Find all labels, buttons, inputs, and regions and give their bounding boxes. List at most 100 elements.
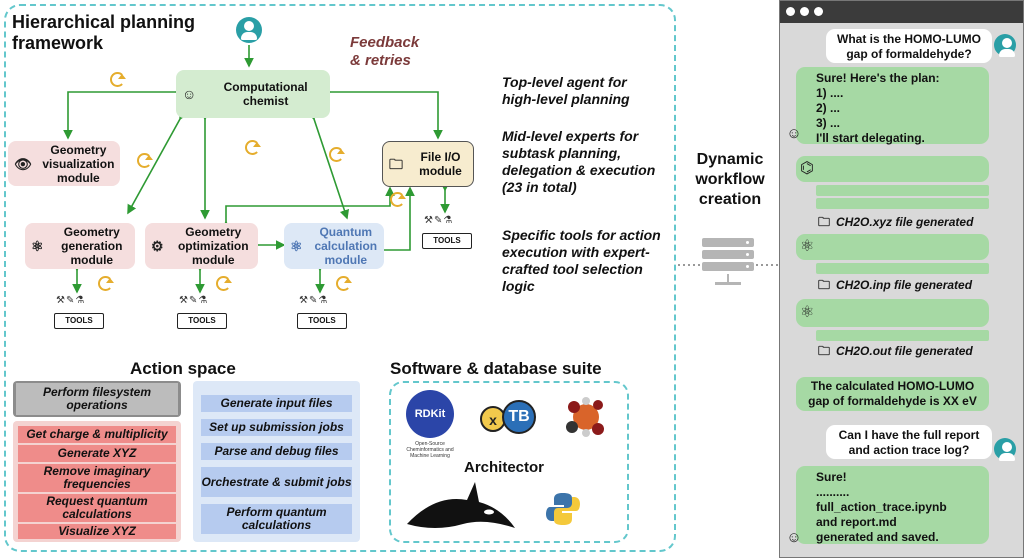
xtb-tb: TB bbox=[502, 400, 536, 434]
atom-icon: ⚛ bbox=[290, 238, 303, 254]
action-item: Perform quantum calculations bbox=[201, 504, 352, 534]
agent-tool-bubble bbox=[796, 156, 989, 182]
geometry-generation-node: ⚛ Geometry generation module bbox=[25, 223, 135, 269]
agent-tool-bubble bbox=[816, 198, 989, 209]
file-io-label: File I/O module bbox=[419, 150, 462, 178]
python-logo bbox=[544, 490, 582, 528]
loop-icon bbox=[336, 276, 352, 291]
action-item: Generate input files bbox=[201, 395, 352, 412]
molecule-3d-image bbox=[562, 393, 610, 441]
agent-result-bubble: The calculated HOMO-LUMO gap of formalde… bbox=[796, 377, 989, 411]
tools-box: TOOLS bbox=[297, 313, 347, 329]
agent-tool-bubble bbox=[796, 299, 989, 327]
dotted-connector bbox=[678, 264, 778, 266]
robot-agent-icon: ☺ bbox=[182, 86, 197, 102]
atom-icon: ⚛ bbox=[800, 304, 815, 321]
annotation-mid-level: Mid-level experts for subtask planning, … bbox=[502, 128, 656, 195]
agent-avatar-icon: ☺ bbox=[786, 529, 802, 546]
window-dot-icon[interactable] bbox=[786, 7, 795, 16]
folder-search-icon: 🗀 bbox=[818, 278, 831, 292]
filesystem-operations-box: Perform filesystem operations bbox=[13, 381, 181, 417]
rdkit-caption: Open-Source Cheminformatics and Machine … bbox=[406, 441, 454, 459]
agent-avatar-icon: ☺ bbox=[786, 125, 802, 142]
software-suite-frame bbox=[389, 381, 629, 543]
tools-set-icon: ⚒✎⚗ bbox=[179, 295, 209, 306]
geometry-generation-label: Geometry generation module bbox=[61, 225, 123, 267]
action-space-title: Action space bbox=[130, 359, 236, 378]
tools-set-icon: ⚒✎⚗ bbox=[299, 295, 329, 306]
atom-icon: ⚛ bbox=[800, 238, 815, 255]
folder-search-icon: 🗀 bbox=[818, 215, 831, 229]
user-avatar-icon bbox=[994, 438, 1016, 461]
action-item: Remove imaginary frequencies bbox=[18, 464, 176, 492]
server-icon bbox=[702, 238, 754, 285]
loop-icon bbox=[329, 147, 345, 162]
quantum-calculation-node: ⚛ Quantum calculation module bbox=[284, 223, 384, 269]
folder-search-icon: 🗀 bbox=[818, 344, 831, 358]
python-graphic bbox=[546, 493, 580, 525]
robot-eye-icon: 👁 bbox=[14, 155, 32, 172]
molecule-3d-graphic bbox=[566, 397, 604, 437]
action-item: Generate XYZ bbox=[18, 445, 176, 462]
geometry-optimization-label: Geometry optimization module bbox=[177, 225, 249, 267]
agent-tool-bubble bbox=[796, 234, 989, 260]
file-generated-text: CH2O.out file generated bbox=[836, 344, 973, 358]
architector-label: Architector bbox=[464, 459, 545, 476]
file-generated-text: CH2O.xyz file generated bbox=[836, 215, 974, 229]
loop-icon bbox=[245, 140, 261, 155]
dynamic-workflow-label: Dynamic workflow creation bbox=[695, 151, 765, 208]
file-generated-line: 🗀 CH2O.xyz file generated bbox=[818, 215, 973, 229]
loop-icon bbox=[390, 192, 406, 207]
tools-box: TOOLS bbox=[177, 313, 227, 329]
agent-tool-bubble bbox=[816, 330, 989, 341]
action-item: Orchestrate & submit jobs bbox=[201, 467, 352, 497]
chat-titlebar bbox=[780, 1, 1023, 23]
loop-icon bbox=[137, 153, 153, 168]
robot-molecule-icon: ⚛ bbox=[31, 238, 44, 254]
window-dot-icon[interactable] bbox=[800, 7, 809, 16]
xtb-logo: x TB bbox=[478, 398, 544, 438]
loop-icon bbox=[98, 276, 114, 291]
geometry-visualization-label: Geometry visualization module bbox=[42, 142, 115, 185]
action-item: Request quantum calculations bbox=[18, 494, 176, 522]
agent-plan-bubble: Sure! Here's the plan: 1) .... 2) ... 3)… bbox=[796, 67, 989, 145]
agent-tool-bubble bbox=[816, 185, 989, 196]
action-item: Visualize XYZ bbox=[18, 524, 176, 539]
annotation-tools: Specific tools for action execution with… bbox=[502, 227, 661, 294]
orca-graphic bbox=[407, 482, 515, 528]
file-generated-text: CH2O.inp file generated bbox=[836, 278, 973, 292]
robot-gear-icon: ⚙ bbox=[151, 238, 164, 254]
robot-folder-icon: 🗀 bbox=[389, 156, 403, 172]
tools-set-icon: ⚒✎⚗ bbox=[56, 295, 86, 306]
user-message-bubble: Can I have the full report and action tr… bbox=[826, 425, 992, 459]
framework-title: Hierarchical planning framework bbox=[12, 12, 196, 53]
xtb-x: x bbox=[480, 406, 506, 432]
tools-set-icon: ⚒✎⚗ bbox=[424, 215, 454, 226]
geometry-optimization-node: ⚙ Geometry optimization module bbox=[145, 223, 258, 269]
computational-chemist-label: Computational chemist bbox=[223, 80, 308, 108]
molecule-graph-icon: ⌬ bbox=[800, 160, 814, 177]
loop-icon bbox=[110, 72, 126, 87]
filesystem-operations-label: Perform filesystem operations bbox=[16, 383, 178, 415]
geometry-visualization-node: 👁 Geometry visualization module bbox=[8, 141, 120, 186]
action-item: Parse and debug files bbox=[201, 443, 352, 460]
annotation-top-level: Top-level agent for high-level planning bbox=[502, 74, 630, 107]
agent-tool-bubble bbox=[816, 263, 989, 274]
file-generated-line: 🗀 CH2O.out file generated bbox=[818, 344, 973, 358]
user-avatar-icon bbox=[994, 34, 1016, 57]
framework-frame bbox=[4, 4, 676, 552]
orca-logo bbox=[405, 480, 517, 532]
computational-chemist-node: ☺ Computational chemist bbox=[176, 70, 330, 118]
file-io-node: 🗀 File I/O module bbox=[382, 141, 474, 187]
rdkit-logo: RDKit bbox=[406, 390, 454, 438]
tools-box: TOOLS bbox=[54, 313, 104, 329]
user-message-bubble: What is the HOMO-LUMO gap of formaldehyd… bbox=[826, 29, 992, 63]
tools-box: TOOLS bbox=[422, 233, 472, 249]
action-item: Get charge & multiplicity bbox=[18, 426, 176, 443]
blue-actions-panel: Generate input files Set up submission j… bbox=[193, 381, 360, 542]
window-dot-icon[interactable] bbox=[814, 7, 823, 16]
file-generated-line: 🗀 CH2O.inp file generated bbox=[818, 278, 972, 292]
software-suite-title: Software & database suite bbox=[390, 359, 602, 378]
red-actions-panel: Get charge & multiplicity Generate XYZ R… bbox=[13, 421, 181, 542]
user-icon bbox=[236, 17, 262, 43]
